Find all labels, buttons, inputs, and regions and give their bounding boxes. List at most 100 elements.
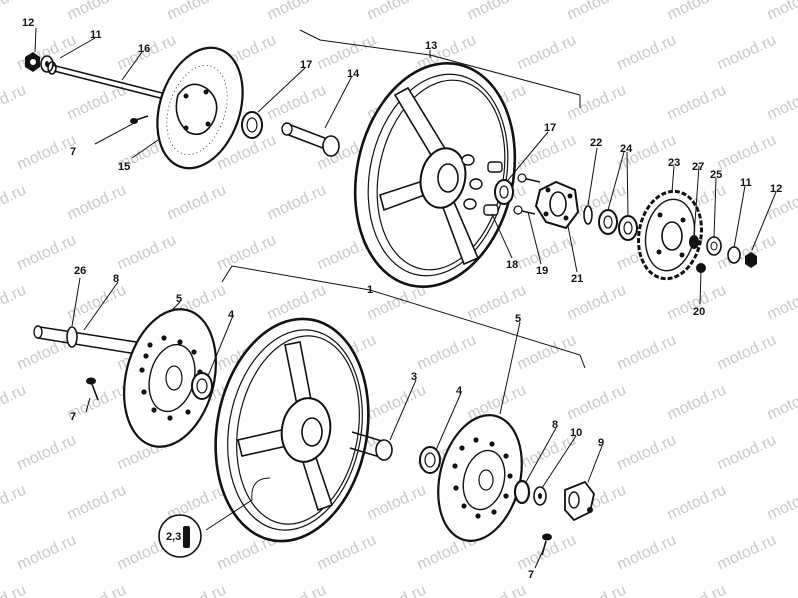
- label-front-axle-nut: 9: [598, 437, 604, 449]
- front-wheel-assembly: [33, 265, 595, 558]
- watermark-text: motod.ru: [65, 582, 129, 598]
- rear-axle: [47, 61, 173, 102]
- watermark-text: motod.ru: [465, 582, 529, 598]
- watermark-text: motod.ru: [365, 382, 429, 424]
- label-rear-washer-right: 11: [740, 177, 752, 189]
- watermark-text: motod.ru: [365, 0, 429, 24]
- watermark-text: motod.ru: [265, 82, 329, 124]
- rear-wheel-assembly: [25, 29, 757, 289]
- sprocket-carrier: [534, 180, 580, 230]
- label-rear-disc-bolt: 7: [70, 146, 76, 158]
- front-brake-disc-left: [122, 308, 218, 448]
- label-front-disc-left: 5: [176, 293, 182, 305]
- watermark-text: motod.ru: [565, 82, 629, 124]
- watermark-text: motod.ru: [415, 332, 479, 374]
- watermark-text: motod.ru: [15, 232, 79, 274]
- watermark-text: motod.ru: [565, 282, 629, 324]
- watermark-text: motod.ru: [565, 582, 629, 598]
- watermark-text: motod.ru: [565, 0, 629, 24]
- label-sprocket-carrier: 21: [571, 273, 583, 285]
- watermark-text: motod.ru: [515, 132, 579, 174]
- rear-disc-bolt: [130, 115, 149, 124]
- rear-cush-dampers: [483, 161, 503, 216]
- label-rear-disc: 15: [118, 161, 130, 173]
- watermark-text: motod.ru: [365, 582, 429, 598]
- rear-bearing-left: [241, 111, 263, 139]
- label-front-axle: 8: [113, 273, 119, 285]
- watermark-text: motod.ru: [65, 282, 129, 324]
- watermark-text: motod.ru: [0, 582, 29, 598]
- label-front-bolt-left: 7: [70, 411, 76, 423]
- front-seal: [533, 486, 547, 506]
- watermark-text: motod.ru: [615, 332, 679, 374]
- label-valve: 2,3: [166, 531, 181, 543]
- label-front-bearing-left: 4: [228, 309, 235, 321]
- watermark-text: motod.ru: [0, 82, 29, 124]
- watermark-text: motod.ru: [215, 232, 279, 274]
- sprocket-stud-nut: [696, 263, 706, 273]
- watermark-text: motod.ru: [665, 82, 729, 124]
- label-front-bearing-right: 4: [456, 385, 463, 397]
- label-front-group: 1: [367, 284, 373, 296]
- label-front-bolt-right: 7: [528, 569, 534, 581]
- carrier-seal-bearings: [583, 205, 638, 241]
- label-rear-bearing-left: 17: [300, 59, 312, 71]
- label-front-disc-right: 5: [515, 313, 521, 325]
- watermark-text: motod.ru: [565, 382, 629, 424]
- label-sprocket-stud-nut: 20: [693, 306, 705, 318]
- watermark-text: motod.ru: [715, 332, 779, 374]
- watermark-text: motod.ru: [465, 0, 529, 24]
- watermark-text: motod.ru: [265, 582, 329, 598]
- label-sprocket-washer: 25: [710, 169, 722, 181]
- watermark-text: motod.ru: [665, 482, 729, 524]
- front-bearing-right: [419, 446, 441, 474]
- label-rear-spacer: 14: [347, 68, 360, 80]
- watermark-text: motod.ru: [265, 0, 329, 24]
- watermark-text: motod.ru: [265, 182, 329, 224]
- watermark-text: motod.ru: [365, 482, 429, 524]
- watermark-text: motod.ru: [15, 532, 79, 574]
- watermark-text: motod.ru: [715, 132, 779, 174]
- watermark-text: motod.ru: [765, 282, 798, 324]
- valve-callout: [158, 477, 271, 558]
- label-sprocket-nut: 27: [692, 161, 704, 173]
- watermark-text: motod.ru: [15, 432, 79, 474]
- watermark-text: motod.ru: [315, 532, 379, 574]
- watermark-text: motod.ru: [165, 582, 229, 598]
- watermark-text: motod.ru: [715, 432, 779, 474]
- label-rear-nut-left: 12: [22, 17, 34, 29]
- watermark-text: motod.ru: [65, 0, 129, 24]
- watermark-text: motod.ru: [765, 82, 798, 124]
- part-labels: 12 11 16 7 15 17 14 13 17 22 24 23 27 25…: [22, 17, 782, 581]
- watermark-text: motod.ru: [165, 0, 229, 24]
- watermark-text: motod.ru: [515, 32, 579, 74]
- front-axle-collar: [66, 326, 78, 348]
- watermark-text: motod.ru: [765, 582, 798, 598]
- front-group-bracket: [221, 265, 586, 369]
- watermark-text: motod.ru: [0, 282, 29, 324]
- watermark-text: motod.ru: [115, 232, 179, 274]
- label-cush-dampers: 18: [506, 259, 518, 271]
- front-brake-disc-right: [437, 414, 523, 542]
- watermark-text: motod.ru: [715, 32, 779, 74]
- watermark-text: motod.ru: [765, 482, 798, 524]
- watermark-text: motod.ru: [715, 232, 779, 274]
- front-bearing-left: [191, 372, 213, 400]
- front-axle-nut: [564, 480, 595, 522]
- label-front-collar-right: 8: [552, 419, 558, 431]
- label-rear-bearing-right: 17: [544, 122, 556, 134]
- rear-washer-right: [727, 246, 741, 264]
- rear-axle-nut-left: [25, 52, 40, 72]
- watermark-text: motod.ru: [65, 482, 129, 524]
- label-rear-axle: 16: [138, 43, 150, 55]
- watermark-text: motod.ru: [615, 32, 679, 74]
- rear-sprocket: [637, 189, 703, 281]
- label-rear-nut-right: 12: [770, 183, 782, 195]
- label-carrier-seal: 22: [590, 137, 602, 149]
- watermark-text: motod.ru: [165, 182, 229, 224]
- label-front-collar: 26: [74, 265, 86, 277]
- label-drive-studs: 19: [536, 265, 548, 277]
- label-rear-group: 13: [425, 40, 437, 52]
